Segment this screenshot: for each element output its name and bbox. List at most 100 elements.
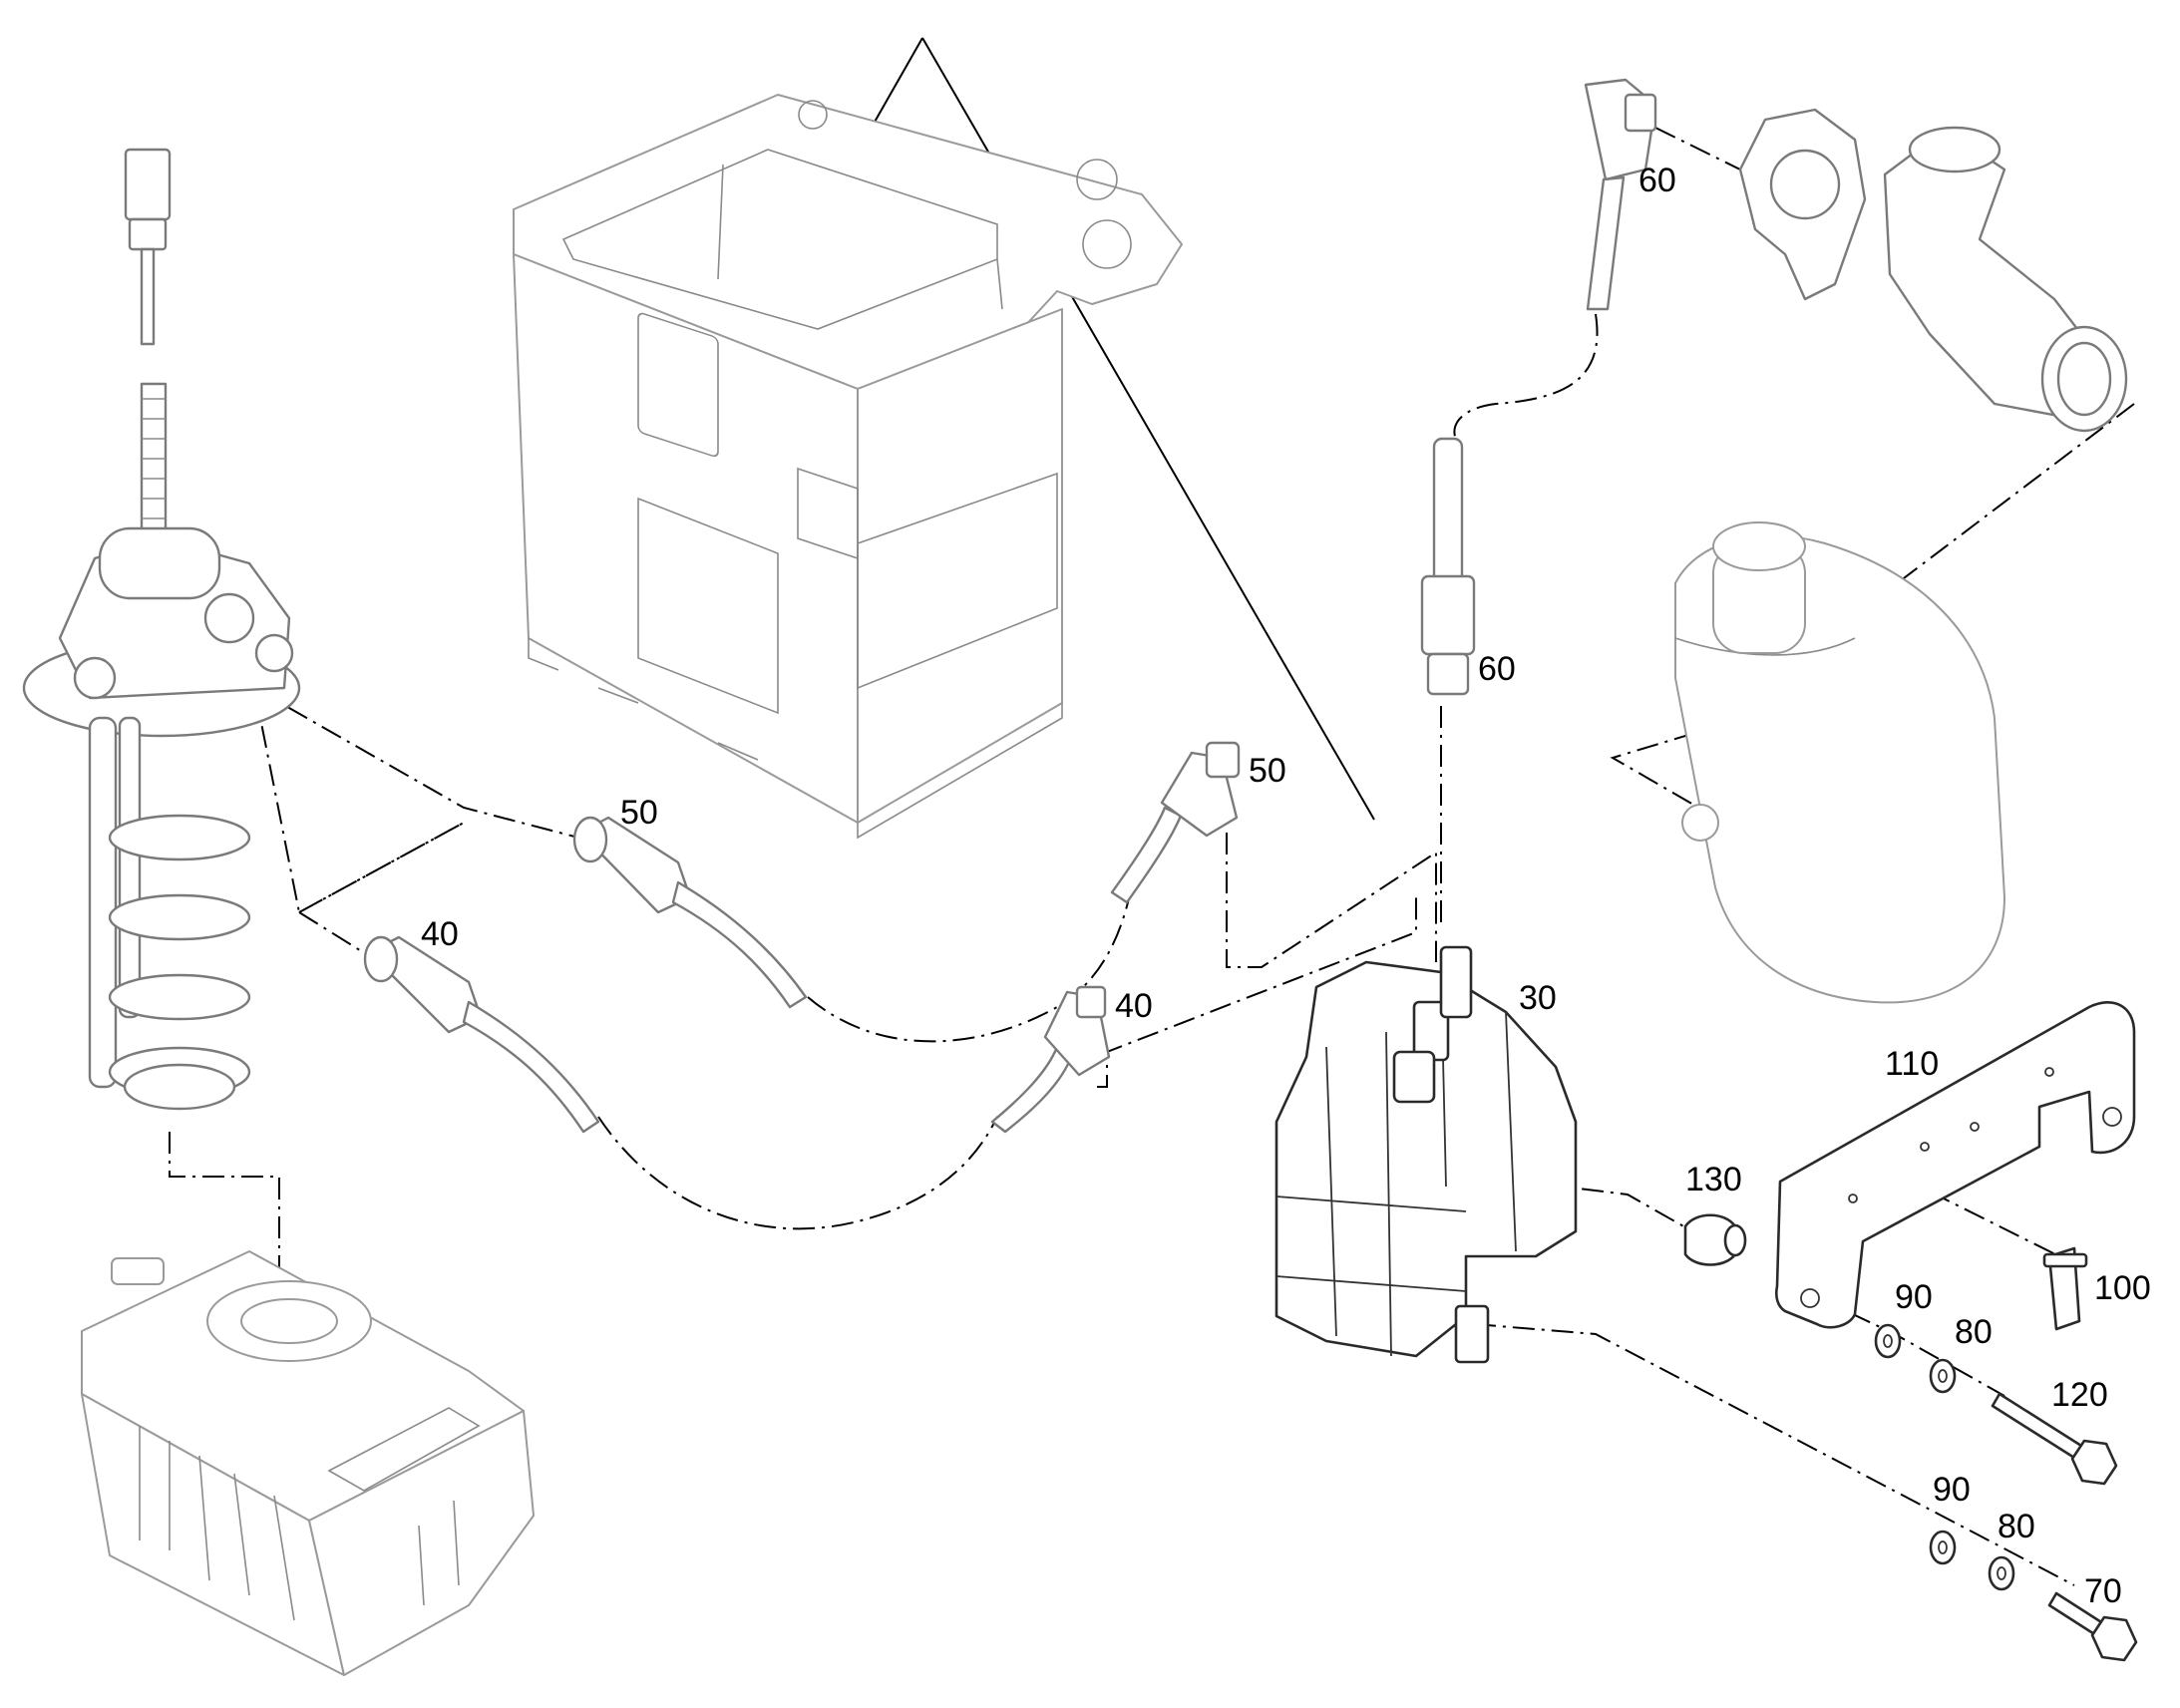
callout-50-right: 50 [1249,752,1286,790]
sender-port-1 [203,592,255,644]
sender-to-harness50-leader [253,687,579,839]
harness60-connector-bottom [1420,574,1476,656]
callout-40-right: 40 [1115,987,1153,1025]
fuel-sender-unit [22,148,301,1111]
sender-motor [98,526,221,600]
unit-30-assembly [1274,945,1578,1364]
sender-tube-left [88,716,118,1089]
frame-top-hole-2 [1082,219,1132,269]
sender-to-tank-leader [169,1132,280,1306]
frame-lower-cutout [637,497,779,715]
harness50-cable-right [1110,806,1183,904]
pipe-to-muffler-leader [1899,403,2135,582]
sensor-ring [1769,149,1841,220]
frame-panel-plate [637,312,719,458]
harness50-connector-cap [572,816,608,863]
bracket-hole-1 [2102,1107,2122,1127]
harness40-route [597,1116,998,1230]
callout-100: 100 [2094,1269,2151,1307]
muffler-canister [1674,521,2005,1004]
bracket-hole-6 [2044,1067,2054,1077]
exhaust-pipe-outlet-inner [2056,341,2112,417]
frame-top-hole-3 [798,100,828,130]
exhaust-sensor-and-pipe [1738,108,2128,433]
callout-90-upper: 90 [1895,1278,1933,1316]
clip-100 [2047,1246,2081,1331]
callout-30: 30 [1519,979,1557,1017]
callout-60-bottom: 60 [1478,650,1516,688]
harness60-connector-bottom-collar [1426,652,1470,696]
harness-40 [363,935,1111,1134]
bolt-70-head [2090,1615,2138,1662]
unit30-main-body [1274,960,1578,1358]
sender-plug-collar [128,217,168,251]
sender-base-cup [123,1063,236,1111]
muffler-side-port [1681,804,1719,842]
callout-40-left: 40 [421,915,459,953]
harness60-connector-top-cap [1624,93,1657,133]
harness50-connector-left [578,816,692,914]
sender-spring-coil-1 [108,814,251,861]
washer-90-lower [1929,1530,1957,1565]
fuel-tank [81,1250,535,1676]
harness60-cable-bottom [1432,437,1464,585]
unit30-top-fitting-3 [1392,1050,1436,1104]
harness50-to-unit30 [1226,833,1437,968]
bracket-plate [1774,1001,2136,1329]
frame-top-hole-1 [1076,159,1118,200]
sender-corrugated-cable [140,247,156,346]
harness60-route [1453,313,1599,440]
sender-port-3 [73,656,117,700]
muffler-to-unit-leader [1610,732,1696,807]
callout-50-left: 50 [620,794,658,832]
sender-spring-coil-2 [108,893,251,941]
callout-130: 130 [1685,1161,1742,1198]
harness-60 [1420,78,1657,696]
tank-ribs [139,1426,460,1621]
sender-tube-right [118,716,142,1019]
bracket-hole-4 [1920,1142,1930,1152]
harness40-connector-right-cap [1075,985,1107,1019]
bracket-hole-5 [1970,1122,1980,1132]
clip-100-tab [2042,1252,2088,1268]
callout-80-lower: 80 [1998,1508,2035,1545]
washer-90-upper [1874,1323,1902,1359]
harness40-connector-cap [363,935,399,983]
washer-90-upper-hole [1883,1334,1893,1348]
frame-inner-wall [717,164,1003,310]
harness40-cable-right [990,1045,1074,1134]
washer-80-lower-hole [1997,1566,2006,1580]
bracket-hole-2 [1800,1288,1820,1308]
harness60-cable-top [1586,175,1626,311]
sender-plug-connector [124,148,172,221]
frame-base-feet [528,638,1063,840]
callout-110: 110 [1885,1045,1939,1083]
tank-filler-ring-inner [240,1298,338,1344]
bracket-hole-3 [1848,1194,1858,1203]
harness-50 [572,741,1241,1009]
unit30-top-fitting-2 [1439,945,1473,1019]
harness50-route [807,886,1133,1043]
washer-90-lower-hole [1938,1540,1948,1554]
callout-60-top: 60 [1638,162,1676,199]
unit30-connector-block [1454,1304,1490,1364]
frame-structure [513,94,1183,840]
callout-90-lower: 90 [1933,1471,1971,1509]
unit-to-bolt70-leader [1473,1323,2075,1586]
exhaust-pipe-top-flange [1908,126,2001,173]
sender-port-2 [254,633,294,673]
bracket-to-clip100-leader [1929,1191,2070,1262]
bracket-110 [1774,1001,2136,1329]
muffler-inlet-top [1712,521,1806,571]
connector60-to-sensor [1654,127,1741,171]
callout-70: 70 [2084,1572,2122,1610]
sender-spring-coil-3 [108,973,251,1021]
frame-side-wall [857,308,1063,824]
harness50-cable-left [671,880,808,1009]
callout-labels: 30 40 40 50 50 60 60 70 80 80 90 90 100 … [421,162,2151,1610]
bolt-120-head [2070,1439,2118,1486]
sender-to-harness40-leader [253,687,465,914]
harness40-cable-left [462,1000,600,1134]
washer-80-upper-hole [1938,1369,1948,1383]
